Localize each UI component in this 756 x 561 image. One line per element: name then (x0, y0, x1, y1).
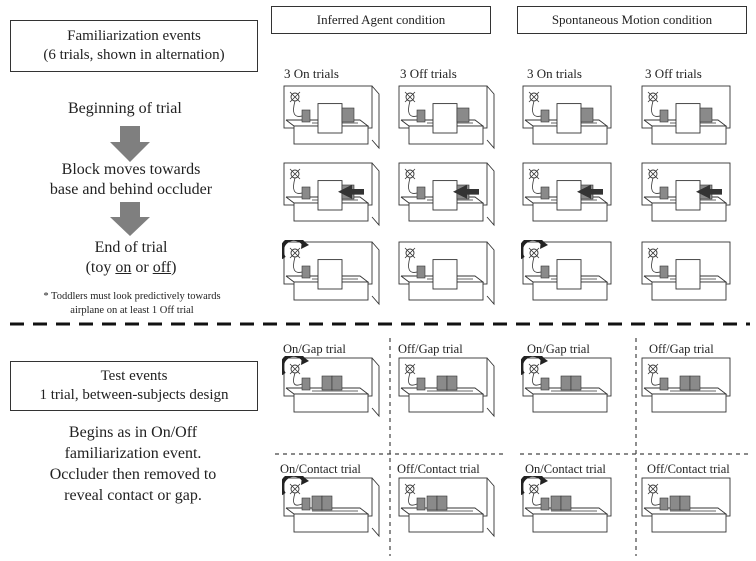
scene-end (641, 241, 731, 301)
test-label-off-gap-inferred: Off/Gap trial (398, 342, 463, 356)
test-label-off-gap-spontaneous: Off/Gap trial (649, 342, 714, 356)
down-arrow-icon (110, 126, 150, 162)
scene-beginning (398, 85, 495, 150)
spin-arrow-icon (521, 476, 548, 496)
scene-block-moving (641, 162, 731, 222)
column-label-off-inferred: 3 Off trials (400, 66, 457, 81)
step-end-line2: (toy on or off) (85, 259, 177, 276)
spin-arrow-icon (282, 356, 309, 376)
toddler-note: * Toddlers must look predictively toward… (43, 291, 221, 316)
scene-beginning (283, 85, 380, 150)
test-label-on-contact-spontaneous: On/Contact trial (525, 462, 606, 476)
scene-end (521, 240, 612, 301)
scene-block-moving (283, 162, 380, 227)
push-arrow-icon (696, 184, 722, 199)
airplane-toy-icon (647, 483, 659, 495)
scene-end (398, 241, 495, 306)
scene-test-contact (521, 476, 612, 533)
push-arrow-icon (577, 184, 603, 199)
test-horizontal-divider (275, 452, 505, 456)
airplane-toy-icon (404, 168, 416, 180)
scene-beginning (641, 85, 731, 145)
column-label-on-spontaneous: 3 On trials (527, 66, 582, 81)
push-arrow-icon (338, 184, 364, 199)
scene-test-gap (521, 356, 612, 413)
familiarization-box: Familiarization events (6 trials, shown … (10, 20, 258, 72)
test-events-subtitle: 1 trial, between-subjects design (39, 387, 229, 403)
scene-beginning (522, 85, 612, 145)
scene-end (282, 240, 380, 306)
step-end-of-trial: End of trial (toy on or off) (40, 238, 222, 278)
column-label-on-inferred: 3 On trials (284, 66, 339, 81)
scene-test-gap (282, 356, 380, 418)
spin-arrow-icon (282, 476, 309, 496)
inferred-agent-header: Inferred Agent condition (271, 6, 491, 34)
step-block-moves-line2: base and behind occluder (49, 181, 213, 198)
down-arrow-icon (110, 202, 150, 236)
test-label-on-gap-spontaneous: On/Gap trial (527, 342, 590, 356)
familiarization-subtitle: (6 trials, shown in alternation) (43, 47, 225, 63)
test-description: Begins as in On/Off familiarization even… (49, 424, 217, 504)
section-divider (10, 322, 750, 326)
test-label-on-contact-inferred: On/Contact trial (280, 462, 361, 476)
spontaneous-motion-header: Spontaneous Motion condition (517, 6, 747, 34)
scene-test-gap (641, 357, 731, 413)
step-end-line1: End of trial (94, 239, 168, 256)
test-vertical-divider (634, 338, 638, 556)
column-label-off-spontaneous: 3 Off trials (645, 66, 702, 81)
scene-test-contact (398, 477, 495, 538)
test-events-box: Test events 1 trial, between-subjects de… (10, 361, 258, 411)
airplane-toy-icon (528, 247, 540, 259)
test-events-title: Test events (100, 368, 168, 384)
test-label-on-gap-inferred: On/Gap trial (283, 342, 346, 356)
step-block-moves-line1: Block moves towards (61, 161, 201, 178)
step-beginning: Beginning of trial (68, 100, 182, 117)
spin-arrow-icon (282, 240, 309, 260)
push-arrow-icon (453, 184, 479, 199)
spin-arrow-icon (521, 240, 548, 260)
spin-arrow-icon (521, 356, 548, 376)
step-block-moves: Block moves towards base and behind occl… (40, 160, 222, 200)
test-label-off-contact-spontaneous: Off/Contact trial (647, 462, 730, 476)
familiarization-title: Familiarization events (67, 28, 201, 44)
test-horizontal-divider (520, 452, 752, 456)
scene-block-moving (522, 162, 612, 222)
scene-test-contact (282, 476, 380, 538)
scene-test-gap (398, 357, 495, 418)
scene-block-moving (398, 162, 495, 227)
test-label-off-contact-inferred: Off/Contact trial (397, 462, 480, 476)
scene-test-contact (641, 477, 731, 533)
test-vertical-divider (388, 338, 392, 556)
